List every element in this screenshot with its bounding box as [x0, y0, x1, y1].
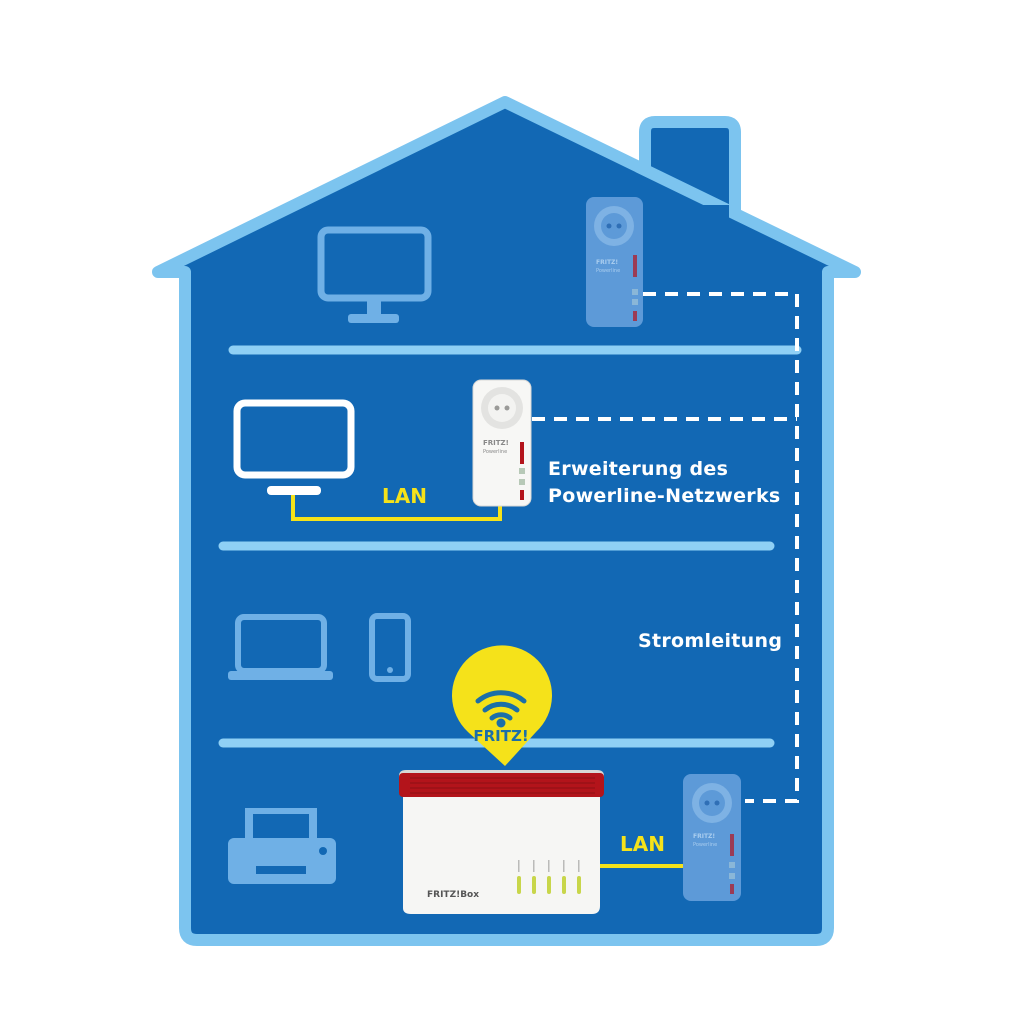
wifi-badge: FRITZ!	[452, 645, 552, 766]
adapter-brand-text: FRITZ!	[693, 833, 715, 840]
powerline-adapter-top: FRITZ! Powerline	[586, 197, 643, 327]
lan-label-bottom: LAN	[620, 832, 665, 856]
laptop-icon	[228, 614, 333, 680]
wifi-icon	[475, 690, 527, 721]
lan-label-top: LAN	[382, 484, 427, 508]
extension-label-line1: Erweiterung des	[548, 458, 729, 480]
fritzbox-router: FRITZ!Box	[399, 770, 604, 914]
lan-cable-top	[291, 493, 502, 521]
power-line-label: Stromleitung	[638, 630, 783, 652]
monitor-icon	[317, 226, 432, 323]
tv-icon	[233, 399, 355, 495]
adapter-brand-text: FRITZ!	[483, 439, 509, 447]
adapter-sub-text: Powerline	[596, 268, 620, 274]
badge-text: FRITZ!	[473, 727, 528, 745]
house-body	[152, 96, 861, 946]
adapter-sub-text: Powerline	[693, 842, 717, 848]
house	[152, 96, 861, 946]
powerline-adapter-middle: FRITZ! Powerline	[472, 379, 532, 507]
extension-label-line2: Powerline-Netzwerks	[548, 485, 781, 507]
printer-icon	[228, 808, 336, 884]
router-brand-text: FRITZ!Box	[427, 890, 479, 900]
adapter-sub-text: Powerline	[483, 449, 507, 455]
router-leds	[517, 876, 581, 894]
powerline-dashed-line	[532, 292, 799, 803]
smartphone-icon	[369, 613, 411, 682]
powerline-adapter-bottom: FRITZ! Powerline	[683, 774, 741, 901]
adapter-brand-text: FRITZ!	[596, 259, 618, 266]
